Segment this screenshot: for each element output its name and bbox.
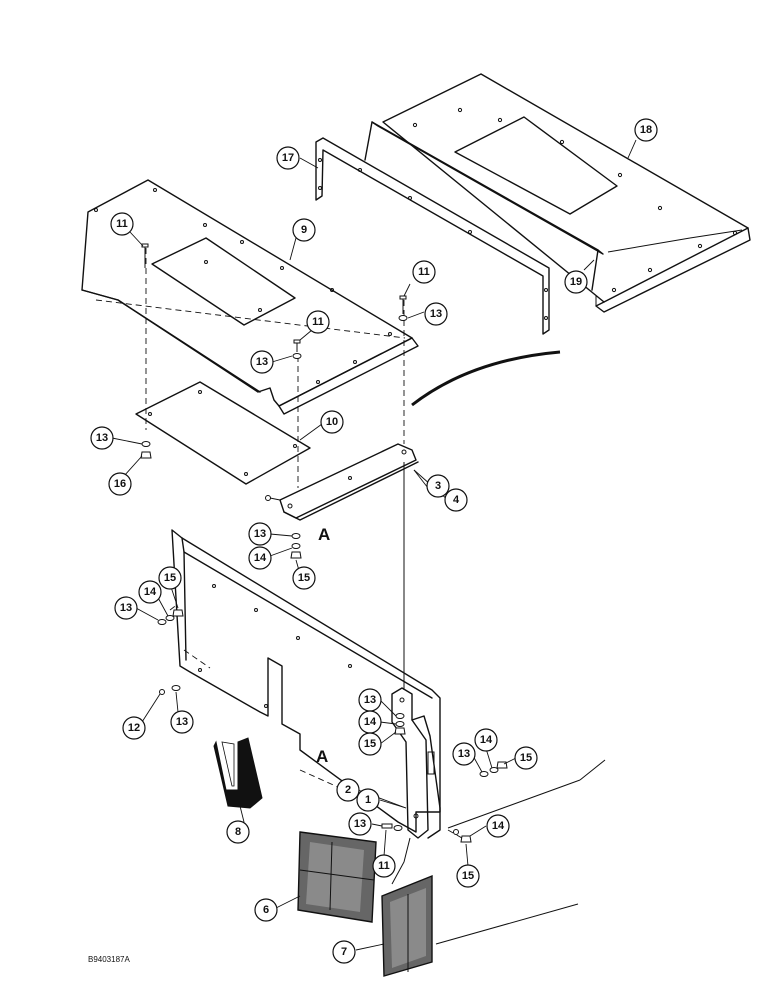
callout-3: 3 bbox=[426, 474, 450, 498]
top-panel-part-9 bbox=[81, 179, 419, 415]
callout-7: 7 bbox=[332, 940, 356, 964]
callout-13-i: 13 bbox=[348, 812, 372, 836]
svg-text:9: 9 bbox=[301, 224, 307, 236]
callout-15-d: 15 bbox=[514, 746, 538, 770]
svg-text:3: 3 bbox=[435, 480, 441, 492]
svg-text:13: 13 bbox=[430, 308, 442, 320]
machine-outline bbox=[391, 759, 606, 945]
callout-12: 12 bbox=[122, 716, 146, 740]
svg-text:14: 14 bbox=[364, 716, 377, 728]
top-cover-part-18 bbox=[382, 73, 751, 313]
svg-text:17: 17 bbox=[282, 152, 294, 164]
svg-text:12: 12 bbox=[128, 722, 140, 734]
svg-text:16: 16 bbox=[114, 478, 126, 490]
section-mark-a-lower: A bbox=[316, 747, 328, 766]
svg-text:11: 11 bbox=[312, 316, 324, 328]
callout-14-c: 14 bbox=[358, 710, 382, 734]
svg-text:13: 13 bbox=[364, 694, 376, 706]
svg-text:13: 13 bbox=[96, 432, 108, 444]
callout-13-d: 13 bbox=[248, 522, 272, 546]
callout-13-h: 13 bbox=[452, 742, 476, 766]
callout-2: 2 bbox=[336, 778, 360, 802]
svg-text:13: 13 bbox=[254, 528, 266, 540]
svg-text:13: 13 bbox=[120, 602, 132, 614]
pad-part-6 bbox=[297, 831, 377, 923]
svg-text:19: 19 bbox=[570, 276, 582, 288]
callout-1: 1 bbox=[356, 788, 380, 812]
callout-14-a: 14 bbox=[248, 546, 272, 570]
callout-11-top-left: 11 bbox=[110, 212, 134, 236]
svg-text:18: 18 bbox=[640, 124, 652, 136]
svg-text:14: 14 bbox=[480, 734, 493, 746]
svg-text:2: 2 bbox=[345, 784, 351, 796]
gasket-strip-part-19 bbox=[364, 121, 604, 291]
svg-text:13: 13 bbox=[256, 356, 268, 368]
section-mark-a-upper: A bbox=[318, 525, 330, 544]
svg-text:15: 15 bbox=[298, 572, 310, 584]
callout-14-b: 14 bbox=[138, 580, 162, 604]
svg-text:15: 15 bbox=[164, 572, 176, 584]
callout-13-a: 13 bbox=[424, 302, 448, 326]
svg-text:11: 11 bbox=[116, 218, 128, 230]
callout-15-c: 15 bbox=[358, 732, 382, 756]
cover-plate-part-10 bbox=[135, 381, 311, 485]
svg-text:13: 13 bbox=[354, 818, 366, 830]
svg-text:13: 13 bbox=[458, 748, 470, 760]
svg-text:8: 8 bbox=[235, 826, 241, 838]
front-panel bbox=[171, 529, 441, 833]
callout-13-g: 13 bbox=[358, 688, 382, 712]
svg-text:14: 14 bbox=[492, 820, 505, 832]
svg-text:10: 10 bbox=[326, 416, 338, 428]
callout-13-b: 13 bbox=[250, 350, 274, 374]
svg-text:6: 6 bbox=[263, 904, 269, 916]
svg-text:11: 11 bbox=[418, 266, 430, 278]
callout-15-e: 15 bbox=[456, 864, 480, 888]
callout-6: 6 bbox=[254, 898, 278, 922]
svg-text:7: 7 bbox=[341, 946, 347, 958]
svg-text:14: 14 bbox=[144, 586, 157, 598]
callout-4: 4 bbox=[444, 488, 468, 512]
svg-text:15: 15 bbox=[462, 870, 474, 882]
callout-13-f: 13 bbox=[170, 710, 194, 734]
svg-text:1: 1 bbox=[365, 794, 371, 806]
flanged-strip-part-17 bbox=[315, 137, 550, 335]
figure-reference-code: B9403187A bbox=[88, 955, 130, 964]
callout-11-middle: 11 bbox=[306, 310, 330, 334]
callout-13-e: 13 bbox=[114, 596, 138, 620]
callout-15-b: 15 bbox=[158, 566, 182, 590]
side-bracket-parts-1-2 bbox=[391, 687, 441, 839]
svg-text:15: 15 bbox=[520, 752, 532, 764]
callout-10: 10 bbox=[320, 410, 344, 434]
callout-15-a: 15 bbox=[292, 566, 316, 590]
support-bracket-parts-3-4 bbox=[279, 443, 419, 521]
callout-19: 19 bbox=[564, 270, 588, 294]
callout-9: 9 bbox=[292, 218, 316, 242]
svg-text:14: 14 bbox=[254, 552, 267, 564]
callout-16: 16 bbox=[108, 472, 132, 496]
pad-part-7 bbox=[381, 874, 433, 977]
hood-edge-curve bbox=[411, 350, 561, 407]
svg-text:15: 15 bbox=[364, 738, 376, 750]
callout-18: 18 bbox=[634, 118, 658, 142]
svg-text:13: 13 bbox=[176, 716, 188, 728]
callout-14-d: 14 bbox=[474, 728, 498, 752]
assembly-lines bbox=[95, 248, 463, 839]
callout-14-e: 14 bbox=[486, 814, 510, 838]
leader-lines bbox=[111, 139, 637, 951]
callout-17: 17 bbox=[276, 146, 300, 170]
callout-8: 8 bbox=[226, 820, 250, 844]
svg-text:4: 4 bbox=[453, 494, 460, 506]
callout-11-top-right: 11 bbox=[412, 260, 436, 284]
callout-11-bottom: 11 bbox=[372, 854, 396, 878]
callout-13-c: 13 bbox=[90, 426, 114, 450]
rubber-seal-part-8 bbox=[213, 737, 263, 809]
svg-text:11: 11 bbox=[378, 860, 390, 872]
